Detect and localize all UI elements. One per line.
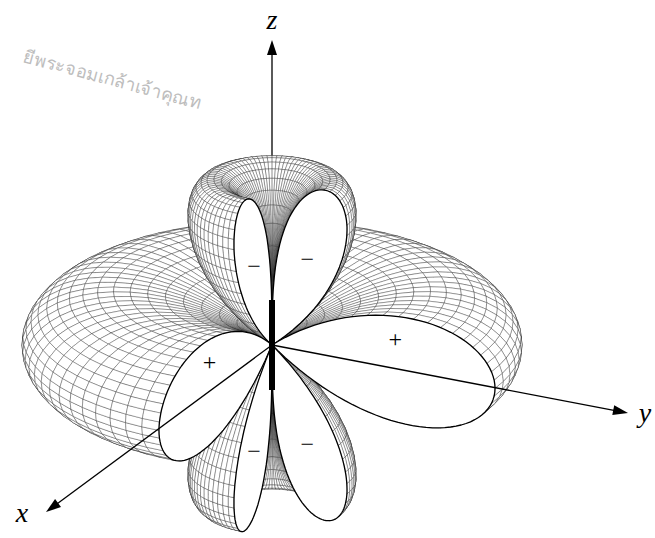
z-axis-head	[267, 40, 277, 55]
